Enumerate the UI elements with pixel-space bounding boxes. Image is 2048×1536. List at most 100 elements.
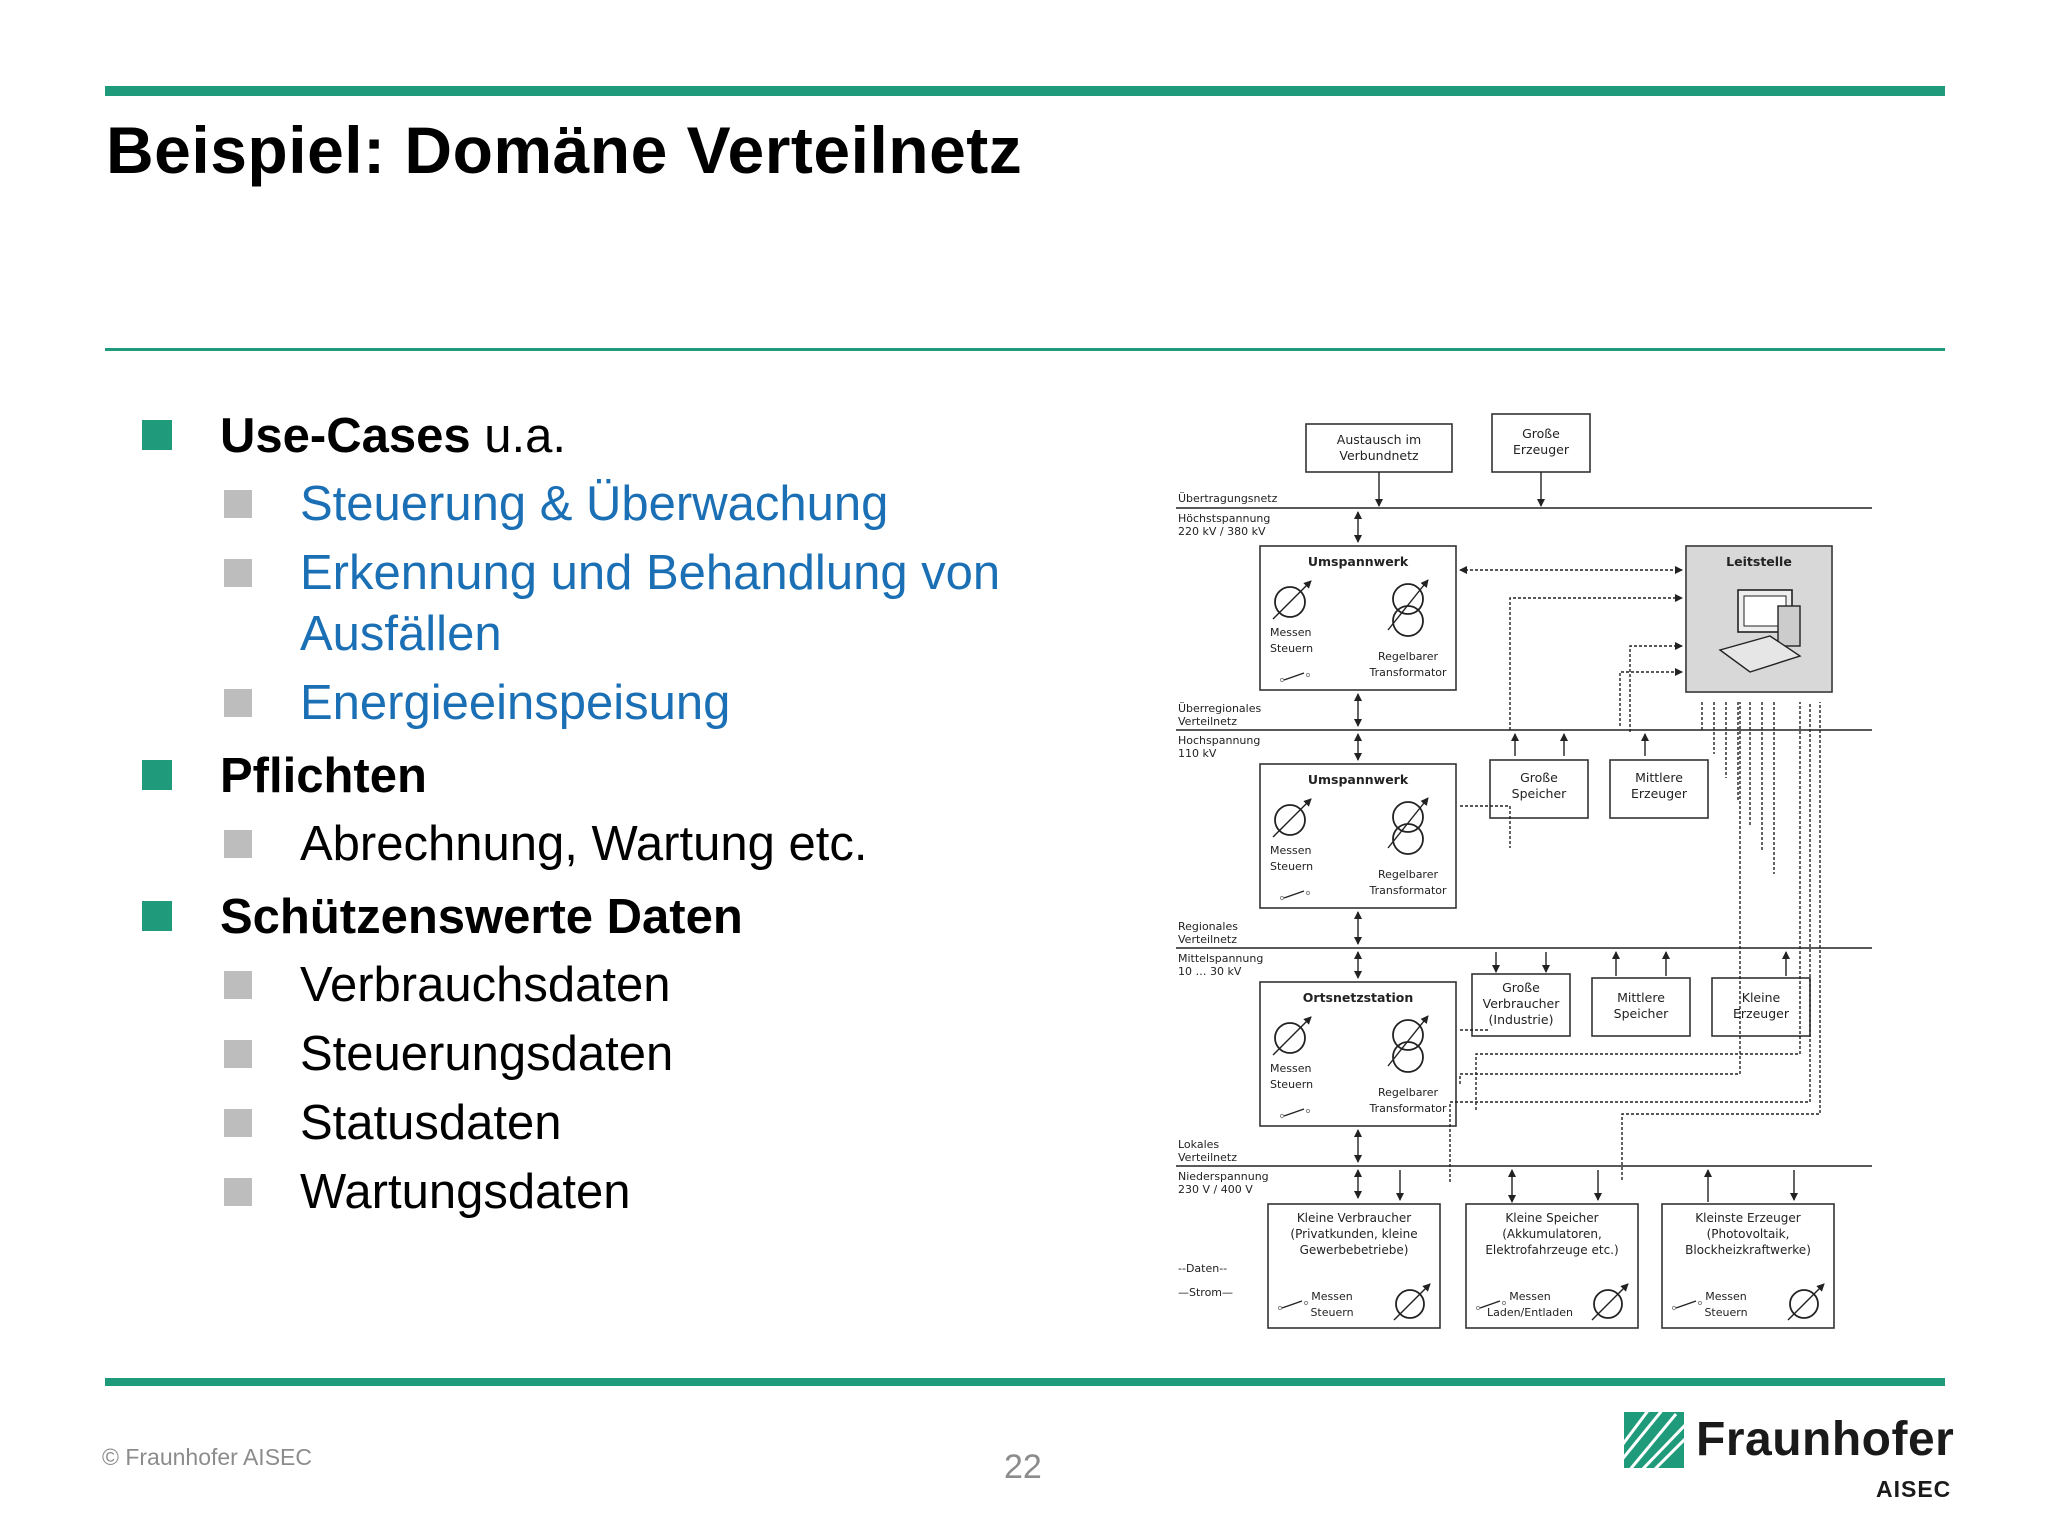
large-consumers-box [1471,973,1571,1037]
medium-producers-label: Mittlere [1635,770,1683,785]
voltage-level-label: Höchstspannung [1178,512,1270,525]
switch-icon [1279,1113,1285,1119]
dashed-data-link [1459,702,1741,1084]
medium-producers-label: Erzeuger [1631,786,1688,801]
transformer-label: Regelbarer [1378,650,1438,663]
switch-icon [1671,1305,1677,1311]
sub-bullet-square-icon [224,689,252,717]
switch-icon [1279,895,1285,901]
sub-bullet-item: Steuerung & Überwachung [140,474,1100,535]
measure-control-icon [1395,1289,1425,1319]
switch-icon [1475,1305,1481,1311]
page-number: 22 [1004,1448,1042,1486]
small-unit-action-label: Messen [1311,1290,1352,1303]
large-storage-box [1489,759,1589,819]
logo-wordmark: Fraunhofer [1696,1413,1955,1466]
dashed-data-link [1619,668,1683,726]
small-unit-label: Blockheizkraftwerke) [1685,1243,1811,1257]
substation-title: Ortsnetzstation [1303,990,1413,1005]
legend-power-label: —Strom— [1178,1286,1233,1299]
small-unit-box [1661,1203,1835,1329]
switch-icon [1305,1108,1311,1114]
measure-control-icon [1789,1289,1819,1319]
small-producers-label: Erzeuger [1733,1006,1790,1021]
small-producers-label: Kleine [1742,990,1781,1005]
bullet-heading: Schützenswerte Daten [220,890,743,944]
medium-storage-label: Mittlere [1617,990,1665,1005]
large-consumers-label: (Industrie) [1489,1012,1554,1027]
switch-icon [1675,1300,1697,1309]
bullet-heading-suffix: u.a. [470,409,566,463]
regulated-transformer-icon [1387,1015,1429,1067]
voltage-level-label: Mittelspannung [1178,952,1263,965]
slide-title: Beispiel: Domäne Verteilnetz [106,113,1023,187]
sub-bullet-text: Steuerung & Überwachung [300,477,889,531]
regulated-transformer-icon [1387,797,1429,849]
small-unit-action-label: Steuern [1704,1306,1747,1319]
exchange-grid-box [1305,423,1453,473]
bullet-square-icon [142,901,172,931]
dashed-data-link [1449,702,1811,1182]
small-unit-label: Kleine Verbraucher [1297,1211,1411,1225]
grid-level-label: Lokales [1178,1138,1219,1151]
small-unit-label: Kleinste Erzeuger [1695,1211,1800,1225]
transformer-label: Regelbarer [1378,1086,1438,1099]
switch-icon [1305,672,1311,678]
measure-control-icon [1274,586,1306,618]
voltage-level-label: 220 kV / 380 kV [1178,525,1266,538]
computer-tower-icon [1777,605,1801,647]
voltage-level-label: 230 V / 400 V [1178,1183,1253,1196]
medium-storage-label: Speicher [1614,1006,1670,1021]
sub-bullet-item: Statusdaten [140,1093,1100,1154]
large-consumers-label: Verbraucher [1483,996,1561,1011]
sub-bullet-item: Abrechnung, Wartung etc. [140,814,1100,875]
transformer-label: Transformator [1368,666,1446,679]
switch-icon [1479,1300,1501,1309]
voltage-level-label: Niederspannung [1178,1170,1269,1183]
sub-bullet-square-icon [224,971,252,999]
footer-accent-rule [105,1378,1945,1386]
sub-bullet-item: Steuerungsdaten [140,1024,1100,1085]
voltage-level-label: 10 … 30 kV [1178,965,1242,978]
measure-control-icon [1591,1283,1629,1321]
substation-title: Umspannwerk [1308,554,1409,569]
small-unit-label: (Privatkunden, kleine [1290,1227,1417,1241]
measure-control-icon [1272,1016,1312,1056]
sub-bullet-square-icon [224,490,252,518]
bullet-heading: Use-Cases [220,409,471,463]
sub-bullet-text: Abrechnung, Wartung etc. [300,817,868,871]
measure-control-icon [1787,1283,1825,1321]
small-unit-label: (Akkumulatoren, [1502,1227,1602,1241]
grid-level-label: Verteilnetz [1178,933,1237,946]
sub-bullet-text: Energieeinspeisung [300,676,731,730]
switch-icon [1501,1300,1507,1306]
measure-control-icon [1272,798,1312,838]
switch-icon [1283,890,1305,899]
bullet-square-icon [142,760,172,790]
measure-control-icon [1393,1283,1431,1321]
measure-control-label: Steuern [1270,642,1313,655]
dashed-data-link [1460,805,1511,848]
large-consumers-label: Große [1502,980,1540,995]
small-unit-action-label: Steuern [1310,1306,1353,1319]
measure-control-icon [1274,1022,1306,1054]
switch-icon [1697,1300,1703,1306]
measure-control-label: Steuern [1270,1078,1313,1091]
measure-control-icon [1593,1289,1623,1319]
exchange-grid-label: Verbundnetz [1339,448,1419,463]
sub-bullet-square-icon [224,1109,252,1137]
small-producers-box [1711,977,1811,1037]
bullet-item: Use-Cases u.a. [140,402,1100,470]
control-center-title: Leitstelle [1726,554,1792,569]
sub-bullet-square-icon [224,1178,252,1206]
measure-control-label: Messen [1270,1062,1311,1075]
dashed-data-link [1475,702,1801,1110]
switch-icon [1277,1305,1283,1311]
regulated-transformer-icon [1392,1019,1424,1051]
medium-producers-box [1609,759,1709,819]
fraunhofer-logo-mark-icon [1624,1412,1684,1468]
legend-data-label: --Daten-- [1178,1262,1227,1275]
sub-bullet-text: Erkennung und Behandlung von Ausfällen [300,546,1001,661]
sub-bullet-square-icon [224,830,252,858]
